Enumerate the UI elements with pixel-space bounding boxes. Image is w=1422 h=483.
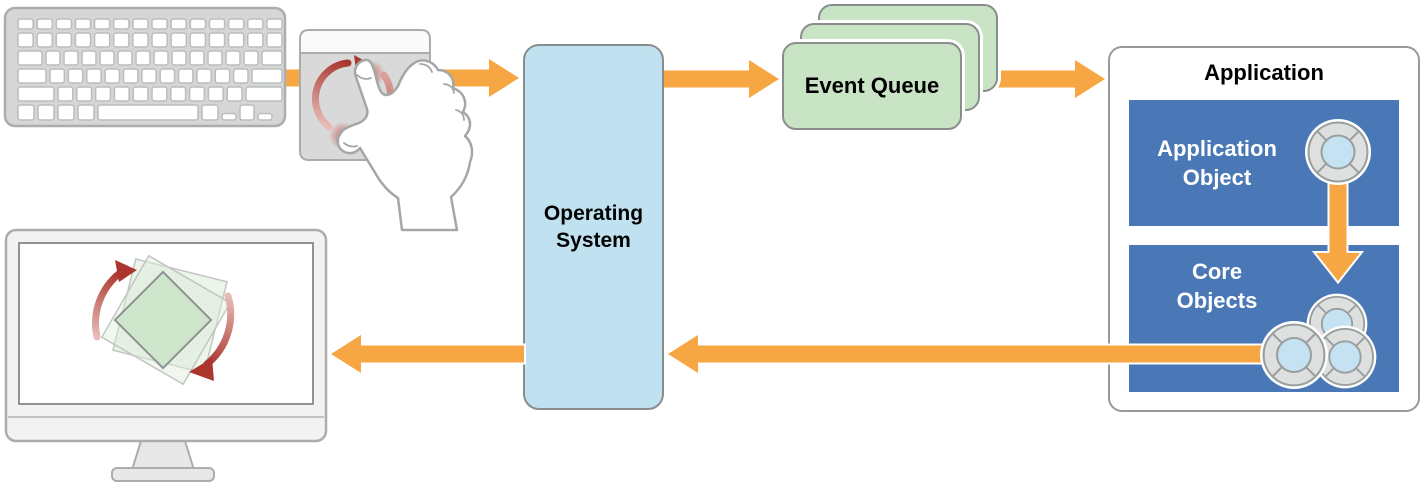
operating-system-line1: Operating <box>543 202 644 225</box>
event-queue-label: Event Queue <box>804 73 940 98</box>
core-objects-line1: Core <box>1191 259 1243 284</box>
rotate-arrows-icon <box>92 260 235 381</box>
rotating-square-illustration <box>100 254 232 386</box>
application-object-label: Application Object <box>1129 134 1305 192</box>
arrow-appobject-to-core <box>1311 176 1365 285</box>
operating-system-box: Operating System <box>523 44 664 410</box>
arrow-queue-to-app <box>996 60 1105 98</box>
arrow-os-to-display <box>327 331 526 377</box>
life-preserver-icon <box>1304 118 1372 186</box>
keyboard-icon <box>3 6 287 128</box>
core-objects-label: Core Objects <box>1129 257 1305 315</box>
application-object-line2: Object <box>1182 165 1252 190</box>
application-title: Application <box>1204 60 1324 85</box>
life-preserver-icon <box>1258 319 1330 391</box>
arrow-os-to-queue <box>663 60 779 98</box>
event-queue-card-front: Event Queue <box>782 42 962 130</box>
operating-system-line2: System <box>556 229 631 252</box>
operating-system-label: Operating System <box>544 200 643 254</box>
core-objects-line2: Objects <box>1176 288 1258 313</box>
application-object-line1: Application <box>1157 136 1277 161</box>
monitor-icon <box>4 228 328 482</box>
two-finger-hand-icon <box>336 58 474 232</box>
